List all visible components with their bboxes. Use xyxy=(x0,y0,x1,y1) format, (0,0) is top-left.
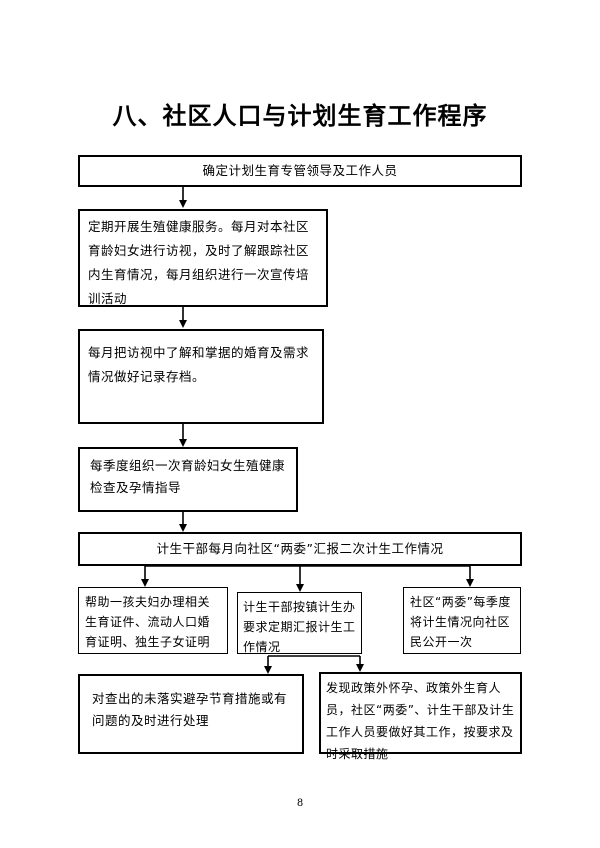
step-record-archive: 每月把访视中了解和掌据的婚育及需求情况做好记录存档。 xyxy=(78,329,324,424)
branch-public-disclosure: 社区“两委”每季度将计生情况向社区民公开一次 xyxy=(403,587,521,654)
step-report-committee: 计生干部每月向社区“两委”汇报二次计生工作情况 xyxy=(78,532,522,566)
action-policy-violations-text: 发现政策外怀孕、政策外生育人员，社区“两委”、计生干部及计生工作人员要做好其工作… xyxy=(326,681,515,761)
step-record-archive-text: 每月把访视中了解和掌据的婚育及需求情况做好记录存档。 xyxy=(88,345,310,384)
action-policy-violations: 发现政策外怀孕、政策外生育人员，社区“两委”、计生干部及计生工作人员要做好其工作… xyxy=(319,672,522,761)
step-quarterly-checkup-text: 每季度组织一次育龄妇女生殖健康检查及孕情指导 xyxy=(90,458,286,495)
page-title: 八、社区人口与计划生育工作程序 xyxy=(112,102,488,130)
page-number: 8 xyxy=(296,798,304,809)
step-health-service-text: 定期开展生殖健康服务。每月对本社区育龄妇女进行访视，及时了解跟踪社区内生育情况，… xyxy=(88,219,310,306)
action-handle-issues: 对查出的未落实避孕节育措施或有问题的及时进行处理 xyxy=(78,674,304,754)
branch-certificates: 帮助一孩夫妇办理相关生育证件、流动人口婚育证明、独生子女证明 xyxy=(78,587,228,654)
branch-town-report-text: 计生干部按镇计生办要求定期汇报计生工作情况 xyxy=(243,600,356,654)
branch-town-report: 计生干部按镇计生办要求定期汇报计生工作情况 xyxy=(237,592,362,654)
step-health-service: 定期开展生殖健康服务。每月对本社区育龄妇女进行访视，及时了解跟踪社区内生育情况，… xyxy=(78,209,328,307)
step-confirm-staff-text: 确定计划生育专管领导及工作人员 xyxy=(202,163,398,178)
step-report-committee-text: 计生干部每月向社区“两委”汇报二次计生工作情况 xyxy=(156,541,444,556)
branch-certificates-text: 帮助一孩夫妇办理相关生育证件、流动人口婚育证明、独生子女证明 xyxy=(85,595,211,649)
branch-public-disclosure-text: 社区“两委”每季度将计生情况向社区民公开一次 xyxy=(410,595,511,649)
step-confirm-staff: 确定计划生育专管领导及工作人员 xyxy=(78,155,522,187)
action-handle-issues-text: 对查出的未落实避孕节育措施或有问题的及时进行处理 xyxy=(92,691,288,728)
step-quarterly-checkup: 每季度组织一次育龄妇女生殖健康检查及孕情指导 xyxy=(78,447,298,512)
